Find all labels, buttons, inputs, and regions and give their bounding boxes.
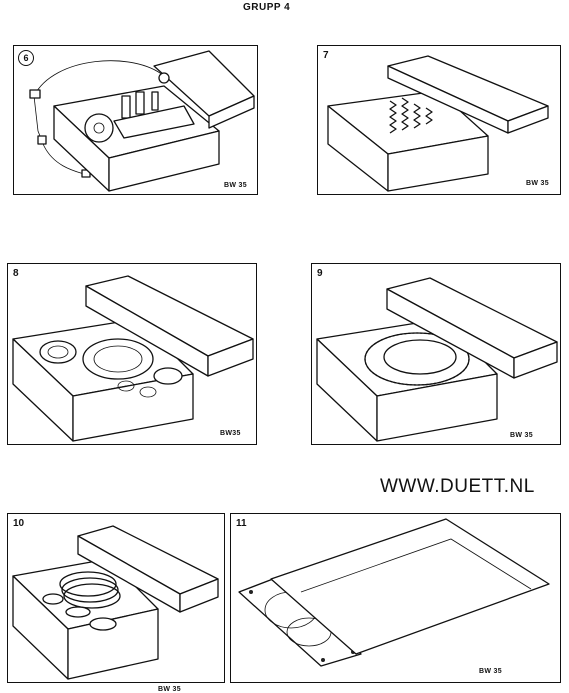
- box-with-piston-rings-illustration: [12, 525, 219, 680]
- figure-number: 11: [236, 518, 247, 529]
- figure-panel-7: 7 BW 35: [317, 45, 561, 195]
- figure-number: 9: [317, 268, 323, 279]
- box-with-springs-illustration: [327, 55, 549, 192]
- box-with-clutch-ring-illustration: [316, 277, 558, 442]
- box-with-seals-illustration: [12, 275, 254, 442]
- figure-code: BW 35: [224, 182, 247, 189]
- figure-number: 10: [13, 518, 25, 529]
- figure-number: 7: [323, 50, 329, 61]
- envelope-with-gasket-illustration: [238, 518, 550, 667]
- figure-code: BW35: [220, 430, 241, 437]
- figure-number: 8: [13, 268, 19, 279]
- figure-panel-9: 9 BW 35: [311, 263, 561, 445]
- figure-panel-6: 6 BW 35: [13, 45, 258, 195]
- figure-code: BW 35: [526, 180, 549, 187]
- figure-code: BW 35: [479, 668, 502, 675]
- figure-code: BW 35: [510, 432, 533, 439]
- figure-code: BW 35: [158, 686, 181, 693]
- figure-panel-8: 8 BW35: [7, 263, 257, 445]
- page-title: GRUPP 4: [243, 2, 291, 13]
- figure-number: 6: [18, 50, 34, 66]
- box-with-parts-illustration: [29, 50, 255, 192]
- figure-panel-10: 10 BW 35: [7, 513, 225, 693]
- website-watermark: WWW.DUETT.NL: [380, 476, 535, 497]
- figure-panel-11: 11 BW 35: [230, 513, 561, 683]
